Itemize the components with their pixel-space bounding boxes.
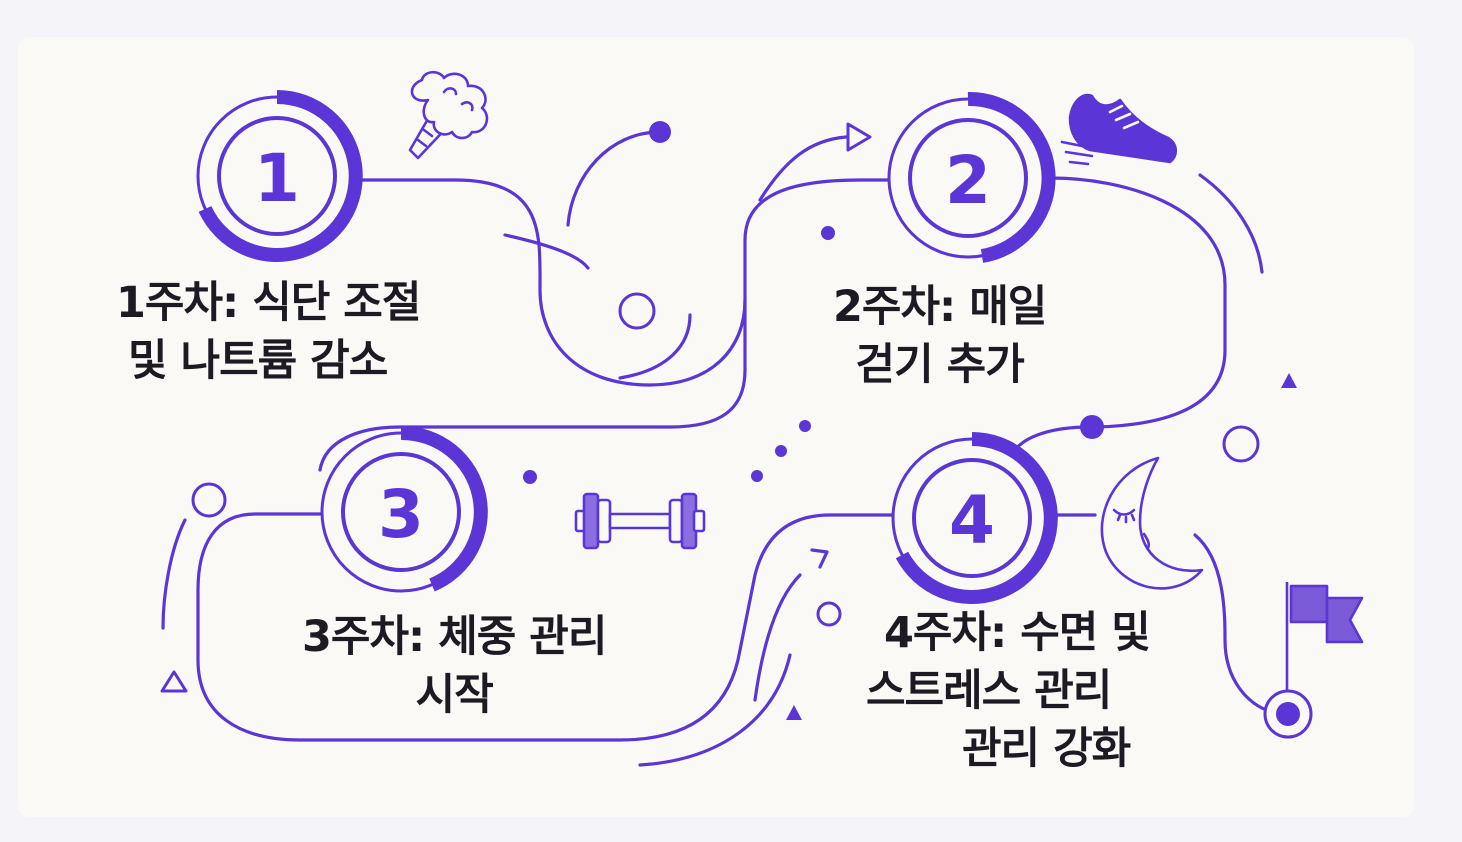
- step-2-line-2: 걷기 추가: [855, 340, 1025, 390]
- sneaker-icon: [1060, 93, 1178, 166]
- step-circle-3: 3: [320, 425, 488, 593]
- step-number-1: 1: [254, 140, 300, 217]
- main-path: [196, 512, 894, 742]
- decor-dots: [523, 121, 1104, 484]
- step-4-line-3: 관리 강화: [962, 724, 1131, 774]
- step-1-line-1: 1주차: 식단 조절: [116, 278, 421, 328]
- deco-arc: [161, 518, 187, 630]
- deco-arc: [1198, 173, 1264, 274]
- triangle-icon: [786, 705, 802, 720]
- step-circle-1: 1: [196, 90, 363, 262]
- main-path: [356, 178, 890, 387]
- step-1-line-2: 및 나트륨 감소: [128, 336, 388, 386]
- step-circle-2: 2: [887, 91, 1056, 263]
- step-3-label: 3주차: 체중 관리 시작: [302, 608, 607, 724]
- flag-icon: [1285, 582, 1364, 692]
- step-3-line-1: 3주차: 체중 관리: [302, 612, 607, 662]
- arrow-icon: [846, 122, 872, 152]
- main-path: [1050, 176, 1227, 429]
- deco-arc: [753, 573, 802, 702]
- step-4-line-2: 스트레스 관리: [866, 666, 1112, 716]
- deco-arc: [810, 548, 829, 569]
- step-4-line-1: 4주차: 수면 및: [884, 608, 1151, 658]
- step-number-3: 3: [378, 476, 424, 553]
- deco-arc: [566, 130, 662, 227]
- triangle-outline-icon: [160, 670, 188, 693]
- dumbbell-icon: [574, 492, 706, 550]
- deco-arc: [638, 653, 792, 767]
- decor-rings: [191, 292, 1260, 627]
- main-path: [1013, 425, 1092, 452]
- step-4-label: 4주차: 수면 및 스트레스 관리 관리 강화: [866, 604, 1151, 778]
- step-2-line-1: 2주차: 매일: [833, 282, 1047, 332]
- main-path: [1193, 533, 1274, 714]
- step-number-2: 2: [945, 142, 991, 219]
- step-3-line-2: 시작: [415, 670, 494, 720]
- moon-icon: [1100, 456, 1204, 590]
- main-path: [318, 298, 747, 472]
- step-1-label: 1주차: 식단 조절 및 나트륨 감소: [116, 274, 421, 390]
- deco-arc: [618, 313, 692, 380]
- end-marker-dot: [1276, 702, 1300, 726]
- triangle-icon: [1281, 373, 1297, 388]
- step-2-label: 2주차: 매일 걷기 추가: [833, 278, 1047, 394]
- step-circle-4: 4: [891, 432, 1058, 604]
- broccoli-icon: [408, 70, 489, 160]
- deco-arc: [503, 233, 590, 270]
- step-number-4: 4: [949, 482, 995, 559]
- deco-arc: [758, 135, 848, 202]
